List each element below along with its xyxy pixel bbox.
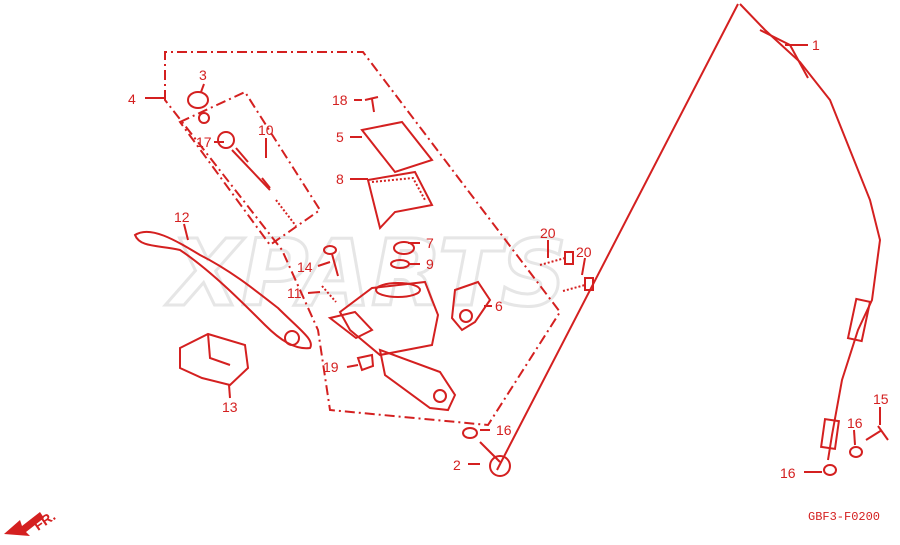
banjo-fittings bbox=[462, 425, 889, 477]
piston-parts bbox=[187, 91, 297, 227]
label-16-b: 16 bbox=[847, 415, 863, 431]
clamp bbox=[450, 280, 492, 332]
direction-label: FR. bbox=[31, 508, 59, 534]
small-parts bbox=[321, 96, 379, 372]
label-20-b: 20 bbox=[576, 244, 592, 260]
label-15: 15 bbox=[873, 391, 889, 407]
front-direction-arrow: FR. bbox=[4, 508, 58, 536]
callout-labels: 1 2 3 4 5 6 7 8 9 10 11 12 13 14 15 16 1… bbox=[128, 37, 889, 481]
master-cylinder bbox=[327, 280, 457, 412]
label-20-a: 20 bbox=[540, 225, 556, 241]
label-14: 14 bbox=[297, 259, 313, 275]
label-12: 12 bbox=[174, 209, 190, 225]
label-19: 19 bbox=[323, 359, 339, 375]
label-3: 3 bbox=[199, 67, 207, 83]
label-4: 4 bbox=[128, 91, 136, 107]
label-2: 2 bbox=[453, 457, 461, 473]
reservoir-parts bbox=[360, 120, 434, 269]
label-8: 8 bbox=[336, 171, 344, 187]
leader-lines bbox=[145, 44, 881, 473]
label-16-a: 16 bbox=[496, 422, 512, 438]
watermark-text: XPARTS bbox=[165, 220, 567, 327]
diagram-code: GBF3-F0200 bbox=[808, 510, 880, 524]
label-18: 18 bbox=[332, 92, 348, 108]
label-5: 5 bbox=[336, 129, 344, 145]
label-16-c: 16 bbox=[780, 465, 796, 481]
label-7: 7 bbox=[426, 235, 434, 251]
bolts bbox=[539, 251, 594, 292]
label-17: 17 bbox=[196, 134, 212, 150]
assembly-outline bbox=[164, 51, 562, 427]
label-1: 1 bbox=[812, 37, 820, 53]
label-13: 13 bbox=[222, 399, 238, 415]
label-6: 6 bbox=[495, 298, 503, 314]
label-10: 10 bbox=[258, 122, 274, 138]
label-9: 9 bbox=[426, 256, 434, 272]
lever-holder bbox=[179, 332, 250, 387]
brake-lever bbox=[133, 230, 312, 350]
label-11: 11 bbox=[287, 285, 302, 301]
